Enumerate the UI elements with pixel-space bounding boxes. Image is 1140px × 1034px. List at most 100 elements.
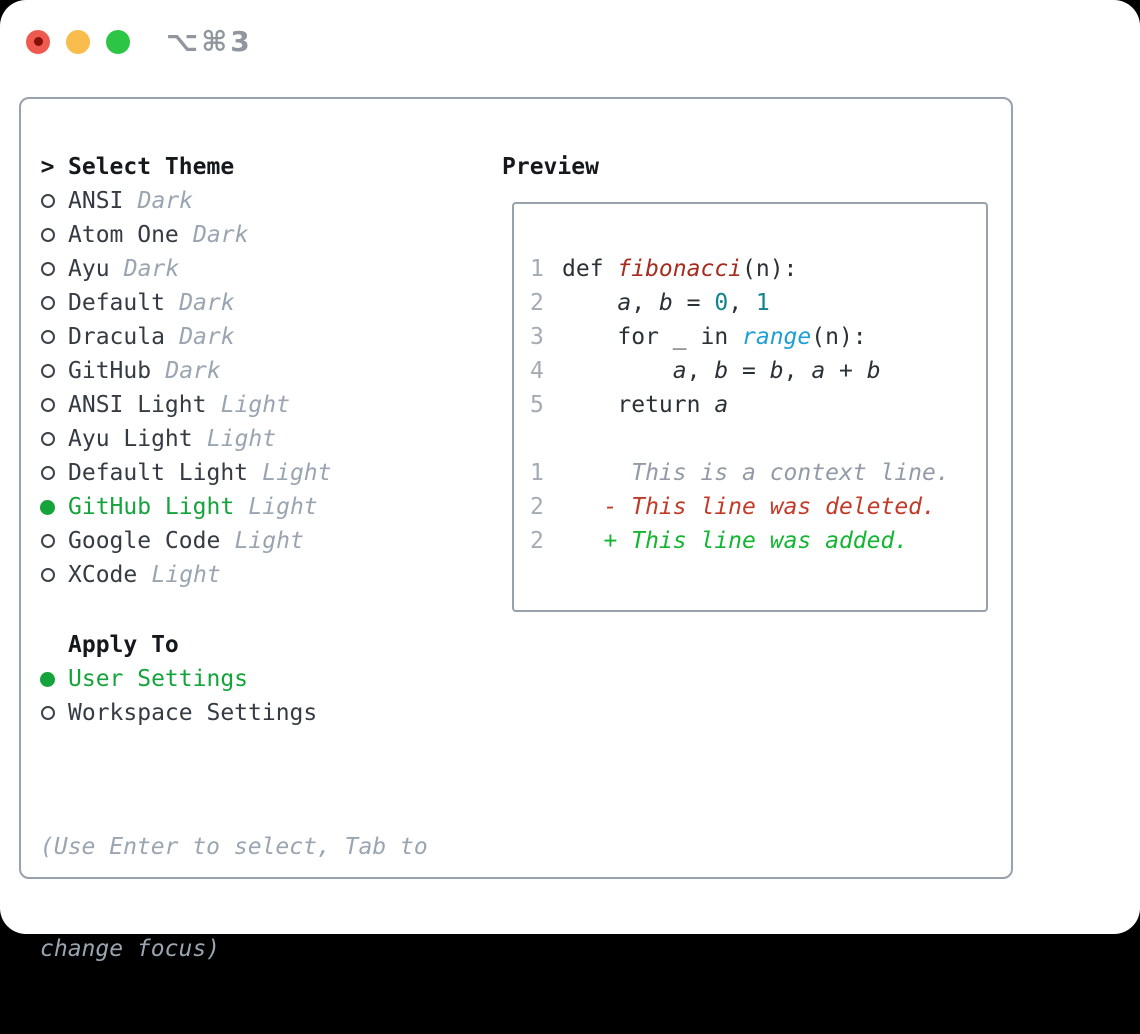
token-plain: for _ in [562,324,743,350]
token-var: b [769,358,784,384]
radio-unselected-icon [40,228,55,242]
token-var: a [714,392,729,418]
theme-variant-label: Dark [165,358,221,384]
preview-line [530,422,986,456]
radio-unselected-icon [40,296,55,310]
token-var: a [617,290,632,316]
theme-option-label: ANSI [68,188,124,214]
theme-option-label: Dracula [68,324,165,350]
theme-option-label: Google Code [68,528,221,554]
hint-line-2: change focus) [40,936,221,962]
radio-unselected-icon [40,330,55,344]
line-content: This is a context line. [562,460,950,486]
theme-variant-label: Light [234,528,304,554]
theme-variant-label: Light [151,562,221,588]
theme-option-label: Atom One [68,222,179,248]
apply-to-option-label: Workspace Settings [68,700,318,726]
token-var: a [811,358,826,384]
apply-to-option-label: User Settings [68,666,249,692]
theme-option-default-light-light[interactable]: Default Light Light [40,456,332,490]
apply-to-option-workspace-settings[interactable]: Workspace Settings [40,696,317,730]
token-plain: + [825,358,867,384]
unsaved-changes-dot-icon [33,37,43,46]
close-button[interactable] [26,29,50,54]
apply-to-title: Apply To [68,632,179,658]
theme-option-google-code-light[interactable]: Google Code Light [40,524,332,558]
theme-variant-label: Light [220,392,290,418]
zoom-button[interactable] [106,29,130,54]
theme-variant-label: Light [262,460,332,486]
token-call: range [742,324,812,350]
theme-option-dracula-dark[interactable]: Dracula Dark [40,320,332,354]
line-content: + This line was added. [562,528,909,554]
preview-title: Preview [502,154,599,180]
theme-option-default-dark[interactable]: Default Dark [40,286,332,320]
apply-to-option-user-settings[interactable]: User Settings [40,662,317,696]
theme-variant-label: Dark [179,324,235,350]
token-var: b [658,290,673,316]
preview-line: 5 return a [530,388,986,422]
radio-unselected-icon [40,534,55,548]
token-func: fibonacci [617,256,743,282]
theme-variant-label: Dark [179,290,235,316]
token-plain: , [728,290,756,316]
preview-line: 1 This is a context line. [530,456,986,490]
line-number: 4 [530,358,544,384]
line-content: def fibonacci(n): [562,256,797,282]
minimize-button[interactable] [66,29,90,54]
theme-option-label: Default [68,290,165,316]
preview-line: 4 a, b = b, a + b [530,354,986,388]
preview-box: 1 def fibonacci(n): 2 a, b = 0, 1 3 for _ i… [512,202,988,612]
line-number: 2 [530,290,544,316]
token-var: b [866,358,881,384]
preview-line: 2 + This line was added. [530,524,986,558]
token-num: 0 [714,290,729,316]
line-number: 5 [530,392,544,418]
line-number: 3 [530,324,544,350]
preview-line: 3 for _ in range(n): [530,320,986,354]
line-number: 1 [530,256,544,282]
line-content: a, b = b, a + b [562,358,881,384]
radio-unselected-icon [40,706,55,720]
theme-option-label: Default Light [68,460,249,486]
line-content: return a [562,392,728,418]
theme-variant-label: Dark [137,188,194,214]
window-title: ⌥⌘3 [166,25,253,58]
radio-selected-icon [40,499,55,515]
token-added: + This line was added. [562,528,909,554]
theme-option-label: GitHub Light [68,494,235,520]
radio-unselected-icon [40,398,55,412]
radio-unselected-icon [40,466,55,480]
preview-line: 1 def fibonacci(n): [530,252,986,286]
theme-option-ayu-light-light[interactable]: Ayu Light Light [40,422,332,456]
hint-line-1: (Use Enter to select, Tab to [40,834,428,860]
token-plain: , [783,358,812,384]
line-content: a, b = 0, 1 [562,290,769,316]
token-plain: = [672,290,715,316]
theme-variant-label: Light [206,426,277,452]
theme-option-label: Ayu [68,256,110,282]
token-deleted: - This line was deleted. [562,494,936,520]
token-plain: , [631,290,659,316]
line-number: 2 [530,494,544,520]
token-plain: def [562,256,618,282]
token-context: This is a context line. [562,460,950,486]
select-theme-header-row: > Select Theme [40,150,332,184]
theme-option-ansi-dark[interactable]: ANSI Dark [40,184,332,218]
token-plain: = [728,358,770,384]
radio-unselected-icon [40,568,55,582]
hint-text: (Use Enter to select, Tab to change focu… [40,762,428,1034]
theme-option-label: Ayu Light [68,426,193,452]
radio-selected-icon [40,671,55,687]
radio-unselected-icon [40,364,55,378]
token-var: a [672,358,687,384]
